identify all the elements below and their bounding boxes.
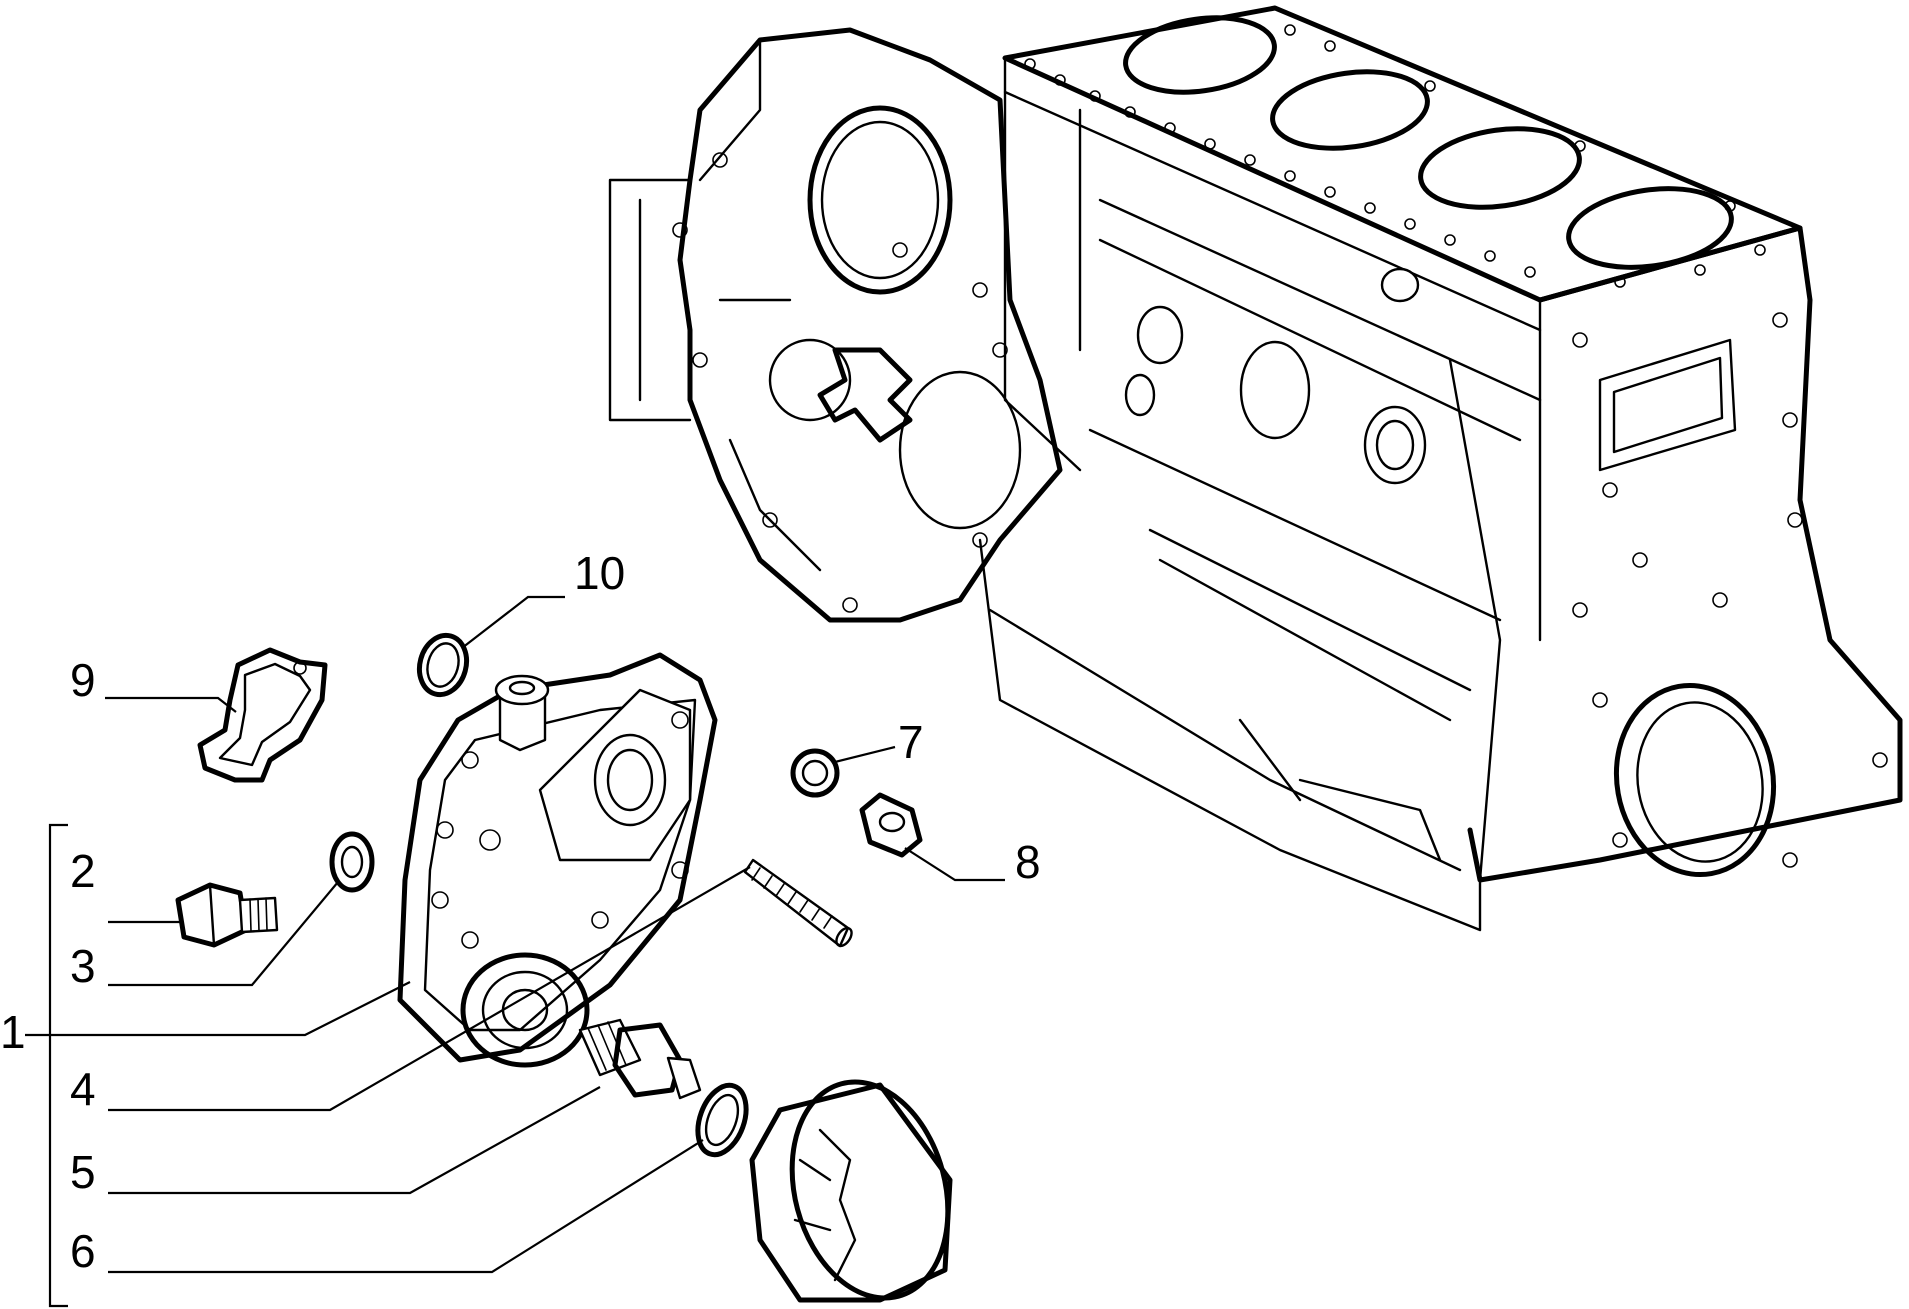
callout-1: 1 bbox=[0, 1006, 26, 1058]
callout-6: 6 bbox=[70, 1225, 96, 1277]
callout-2: 2 bbox=[70, 845, 96, 897]
callout-10: 10 bbox=[574, 547, 625, 599]
washer bbox=[329, 831, 375, 893]
spacer-ring bbox=[790, 748, 840, 798]
seal-ring bbox=[695, 1082, 749, 1158]
callout-9: 9 bbox=[70, 654, 96, 706]
callout-4: 4 bbox=[70, 1063, 96, 1115]
callout-labels: 1 2 3 4 5 6 7 8 9 10 bbox=[0, 547, 1041, 1277]
oil-pressure-switch bbox=[578, 1018, 702, 1100]
oil-filter bbox=[749, 1079, 953, 1303]
gasket bbox=[197, 647, 328, 783]
stud bbox=[743, 858, 853, 948]
bolt bbox=[175, 882, 279, 948]
hex-nut bbox=[859, 792, 923, 858]
engine-block bbox=[608, 5, 1903, 932]
leader-lines bbox=[25, 595, 1005, 1308]
o-ring bbox=[416, 632, 470, 698]
callout-8: 8 bbox=[1015, 836, 1041, 888]
oil-pump-housing bbox=[397, 652, 718, 1068]
callout-3: 3 bbox=[70, 940, 96, 992]
callout-5: 5 bbox=[70, 1146, 96, 1198]
callout-7: 7 bbox=[898, 716, 924, 768]
